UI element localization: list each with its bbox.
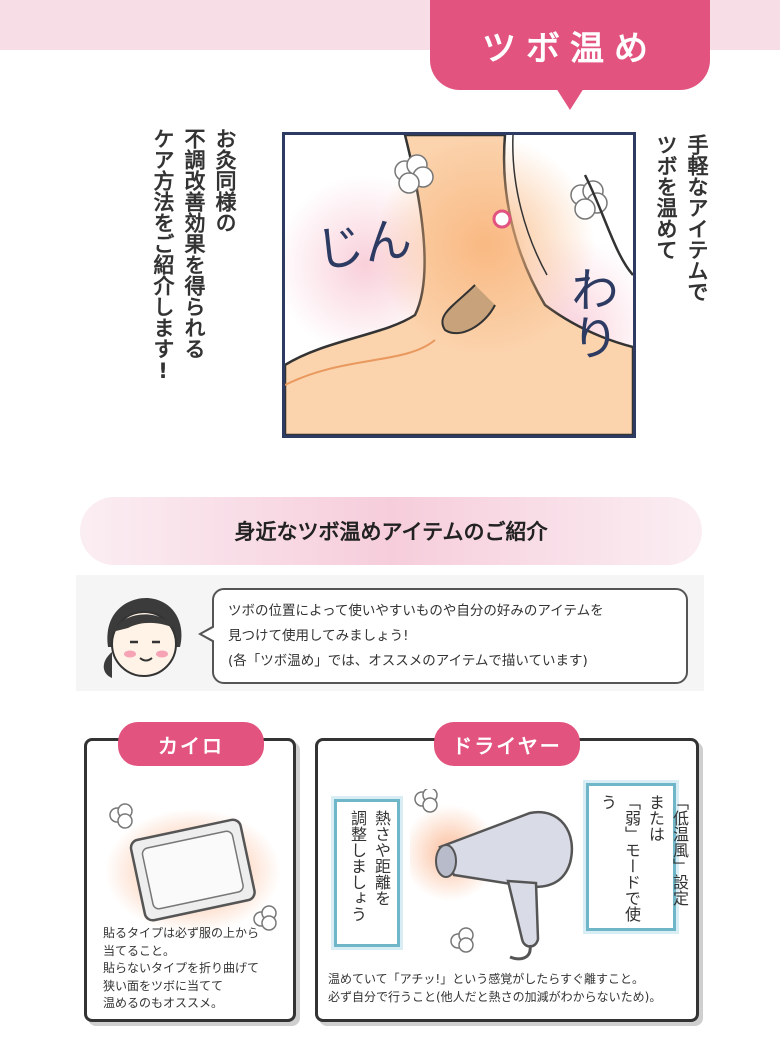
sfx-jin: じん bbox=[312, 210, 416, 280]
dryer-tip-left-line: 調整しましょう bbox=[348, 810, 367, 922]
intro-right-line: ツボを温めて bbox=[654, 134, 678, 260]
section-heading: 身近なツボ温めアイテムのご紹介 bbox=[80, 497, 702, 565]
kairo-note-line: 貼らないタイプを折り曲げて bbox=[103, 961, 260, 975]
dryer-tip-left-text: 熱さや距離を 調整しましょう bbox=[345, 810, 393, 940]
speech-line: (各「ツボ温め」では、オススメのアイテムで描いています) bbox=[228, 653, 588, 669]
intro-left-line: お灸同様の bbox=[213, 128, 237, 233]
dryer-tip-right-line: または bbox=[646, 794, 665, 842]
dryer-tip-right-line: 「弱」モードで使う bbox=[598, 794, 641, 922]
kairo-note-line: 狭い面をツボに当てて bbox=[103, 978, 224, 993]
heat-pack-illustration bbox=[105, 803, 281, 931]
intro-right-line: 手軽なアイテムで bbox=[685, 134, 709, 302]
kairo-card: 貼るタイプは必ず服の上から 当てること。 貼らないタイプを折り曲げて 狭い面をツ… bbox=[84, 738, 296, 1022]
intro-left-line: ケア方法をご紹介します! bbox=[151, 128, 175, 383]
dryer-tip-right-line: 「低温風」設定 bbox=[670, 794, 689, 906]
dryer-label: ドライヤー bbox=[434, 722, 580, 766]
bubble-tail-inner bbox=[202, 627, 215, 641]
dryer-notes: 温めていて「アチッ!」という感覚がしたらすぐ離すこと。 必ず自分で行うこと(他人… bbox=[328, 971, 692, 1006]
dryer-tip-left-line: 熱さや距離を bbox=[372, 810, 391, 906]
dryer-card: 熱さや距離を 調整しましょう 「低温風」設定 または 「弱」モードで使う 温めて… bbox=[315, 738, 699, 1022]
intro-right-text: 手軽なアイテムで ツボを温めて bbox=[652, 134, 712, 394]
ankle-drawing bbox=[285, 135, 633, 435]
speech-line: 見つけて使用してみましょう! bbox=[228, 628, 409, 644]
hair-dryer-illustration bbox=[410, 789, 574, 961]
girl-avatar bbox=[103, 597, 182, 678]
title-pointer bbox=[556, 88, 584, 110]
intro-left-line: 不調改善効果を得られる bbox=[182, 128, 206, 359]
kairo-note-line: 温めるのもオススメ。 bbox=[103, 996, 224, 1010]
dryer-note-line: 温めていて「アチッ!」という感覚がしたらすぐ離すこと。 bbox=[328, 972, 644, 986]
dryer-tip-left: 熱さや距離を 調整しましょう bbox=[334, 799, 400, 947]
dryer-tip-right-text: 「低温風」設定 または 「弱」モードで使う bbox=[595, 794, 691, 928]
page-title: ツボ温め bbox=[430, 0, 710, 90]
kairo-note-line: 貼るタイプは必ず服の上から bbox=[103, 926, 260, 940]
kairo-note-line: 当てること。 bbox=[103, 943, 176, 958]
intro-left-text: お灸同様の 不調改善効果を得られる ケア方法をご紹介します! bbox=[151, 128, 240, 448]
kairo-label: カイロ bbox=[118, 722, 264, 766]
sfx-wari: わり bbox=[562, 265, 618, 361]
speech-bubble: ツボの位置によって使いやすいものや自分の好みのアイテムを 見つけて使用してみまし… bbox=[212, 588, 688, 684]
dryer-note-line: 必ず自分で行うこと(他人だと熱さの加減がわからないため)。 bbox=[328, 989, 662, 1004]
acupoint-marker bbox=[492, 209, 512, 229]
kairo-notes: 貼るタイプは必ず服の上から 当てること。 貼らないタイプを折り曲げて 狭い面をツ… bbox=[103, 925, 289, 1013]
speech-line: ツボの位置によって使いやすいものや自分の好みのアイテムを bbox=[228, 603, 604, 619]
ankle-illustration: じん わり bbox=[282, 132, 636, 438]
dryer-tip-right: 「低温風」設定 または 「弱」モードで使う bbox=[586, 783, 689, 931]
